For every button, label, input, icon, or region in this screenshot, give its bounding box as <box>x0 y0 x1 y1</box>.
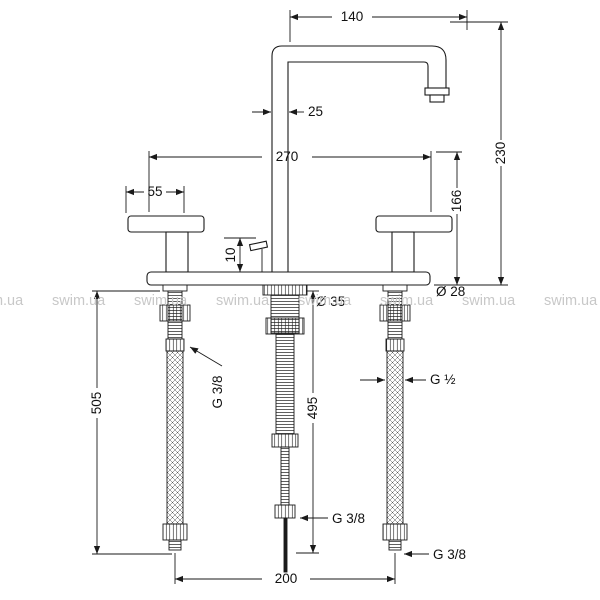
dim-supply-length-label: 505 <box>89 392 104 415</box>
dimension-spout-tube-width: 25 <box>252 104 323 119</box>
dim-spout-tube-label: 25 <box>308 104 323 119</box>
drain-thread-label: G 3/8 <box>332 511 365 526</box>
dim-handle-clearance-label: 10 <box>223 247 238 262</box>
right-supply-assembly <box>379 284 411 551</box>
dimension-plate-width: 270 <box>148 149 432 212</box>
watermark-text: swim.ua <box>216 293 270 309</box>
left-supply-assembly <box>159 284 191 551</box>
left-handle <box>127 215 205 273</box>
hose-end-thread-label: G 3/8 <box>433 547 466 562</box>
dimension-total-height: 230 <box>434 21 508 286</box>
dim-drain-length-label: 495 <box>305 397 320 420</box>
dimension-escutcheon-diameter: Ø 28 <box>436 284 465 299</box>
pop-up-drain-assembly <box>262 284 308 573</box>
watermark-text: swim.ua <box>134 293 188 309</box>
label-drain-thread: G 3/8 <box>300 511 365 526</box>
aerator <box>424 87 450 96</box>
hose-thread-label: G ½ <box>430 372 456 387</box>
dimension-handle-length: 55 <box>125 184 185 213</box>
dim-spout-height-label: 166 <box>449 190 464 213</box>
watermark-text: swim.ua <box>0 293 24 309</box>
label-hose-thread: G ½ <box>360 372 456 387</box>
watermark-text: swim.ua <box>298 293 352 309</box>
label-supply-thread: G 3/8 <box>189 346 225 409</box>
dimension-spout-reach: 140 <box>289 9 468 42</box>
right-handle <box>375 215 453 273</box>
dim-center-hole-diameter-label: Ø 35 <box>316 294 345 309</box>
right-flex-hose <box>386 350 404 525</box>
dimension-supply-length: 505 <box>89 290 172 555</box>
pop-up-lift-rod <box>248 240 269 272</box>
watermark-band: swim.ua swim.ua swim.ua swim.ua swim.ua … <box>0 293 598 309</box>
supply-thread-label: G 3/8 <box>210 375 225 408</box>
spout <box>271 45 450 272</box>
drain-rod <box>283 517 288 573</box>
dim-total-height-label: 230 <box>493 142 508 165</box>
label-hose-end-thread: G 3/8 <box>404 547 466 562</box>
dim-plate-width-label: 270 <box>276 149 299 164</box>
watermark-text: swim.ua <box>380 293 434 309</box>
dimension-drain-length: 495 <box>296 290 320 554</box>
watermark-text: swim.ua <box>544 293 598 309</box>
dim-hole-spacing-label: 200 <box>275 571 298 586</box>
base-plate <box>146 271 431 286</box>
dimension-center-hole-diameter: Ø 35 <box>316 294 345 309</box>
dim-escutcheon-diameter-label: Ø 28 <box>436 284 465 299</box>
dimension-hole-spacing: 200 <box>174 553 396 586</box>
dimension-spout-height: 166 <box>436 151 464 285</box>
dim-handle-length-label: 55 <box>147 184 162 199</box>
watermark-text: swim.ua <box>462 293 516 309</box>
dimension-handle-clearance: 10 <box>223 237 256 272</box>
aerator-tip <box>429 94 445 103</box>
watermark-text: swim.ua <box>52 293 106 309</box>
left-flex-hose <box>166 350 184 525</box>
dim-spout-reach-label: 140 <box>341 9 364 24</box>
